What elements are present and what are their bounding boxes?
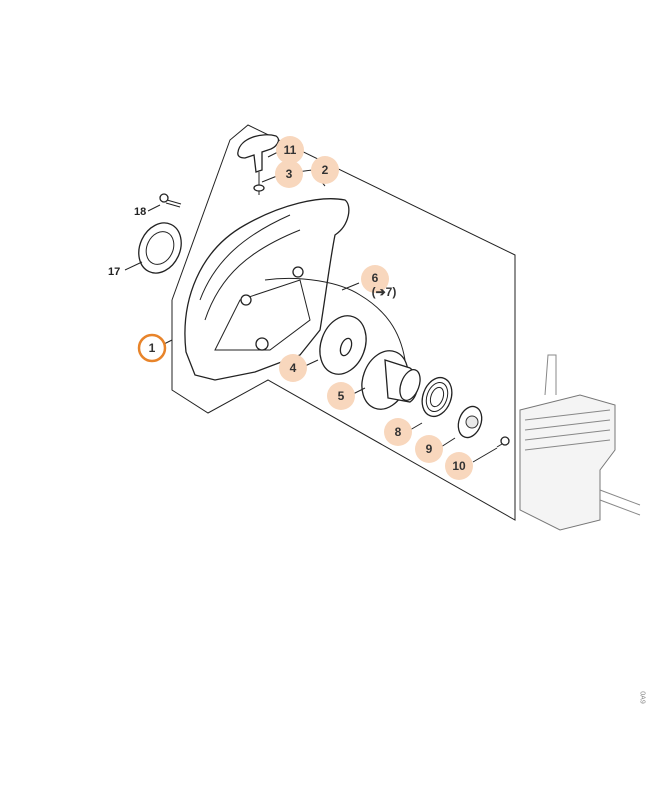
- callout-2[interactable]: 2: [311, 156, 339, 184]
- guide-plate: [319, 315, 367, 375]
- svg-text:10: 10: [452, 459, 466, 473]
- assembly-boundary: [171, 124, 516, 521]
- screw: [496, 436, 510, 448]
- svg-text:5: 5: [338, 389, 345, 403]
- svg-text:11: 11: [284, 143, 297, 157]
- svg-text:4: 4: [290, 361, 297, 375]
- bolt: [159, 193, 182, 208]
- svg-text:2: 2: [322, 163, 329, 177]
- image-code: 0A9: [638, 691, 646, 704]
- callout-1[interactable]: 1: [137, 333, 167, 363]
- callout-4[interactable]: 4: [279, 354, 307, 382]
- svg-text:6: 6: [372, 271, 379, 285]
- callout-6-note: (➔7): [372, 285, 397, 299]
- starter-housing: [184, 198, 350, 381]
- rewind-spring: [421, 376, 453, 418]
- washer-plate: [138, 222, 182, 274]
- svg-text:3: 3: [286, 167, 293, 181]
- svg-text:8: 8: [395, 425, 402, 439]
- label-17: 17: [108, 266, 120, 278]
- callout-8[interactable]: 8: [384, 418, 412, 446]
- rope-rotor: [361, 350, 421, 410]
- starter-rope: [264, 277, 406, 361]
- svg-text:1: 1: [149, 341, 156, 355]
- callout-11[interactable]: 11: [276, 136, 304, 164]
- callout-9[interactable]: 9: [415, 435, 443, 463]
- engine-block: [519, 354, 641, 531]
- label-18: 18: [134, 206, 146, 218]
- callout-5[interactable]: 5: [327, 382, 355, 410]
- callout-3[interactable]: 3: [275, 160, 303, 188]
- callout-6[interactable]: 6(➔7): [361, 265, 396, 299]
- spring-housing: [457, 405, 483, 439]
- callout-10[interactable]: 10: [445, 452, 473, 480]
- starter-grip: [237, 134, 280, 195]
- svg-text:9: 9: [426, 442, 433, 456]
